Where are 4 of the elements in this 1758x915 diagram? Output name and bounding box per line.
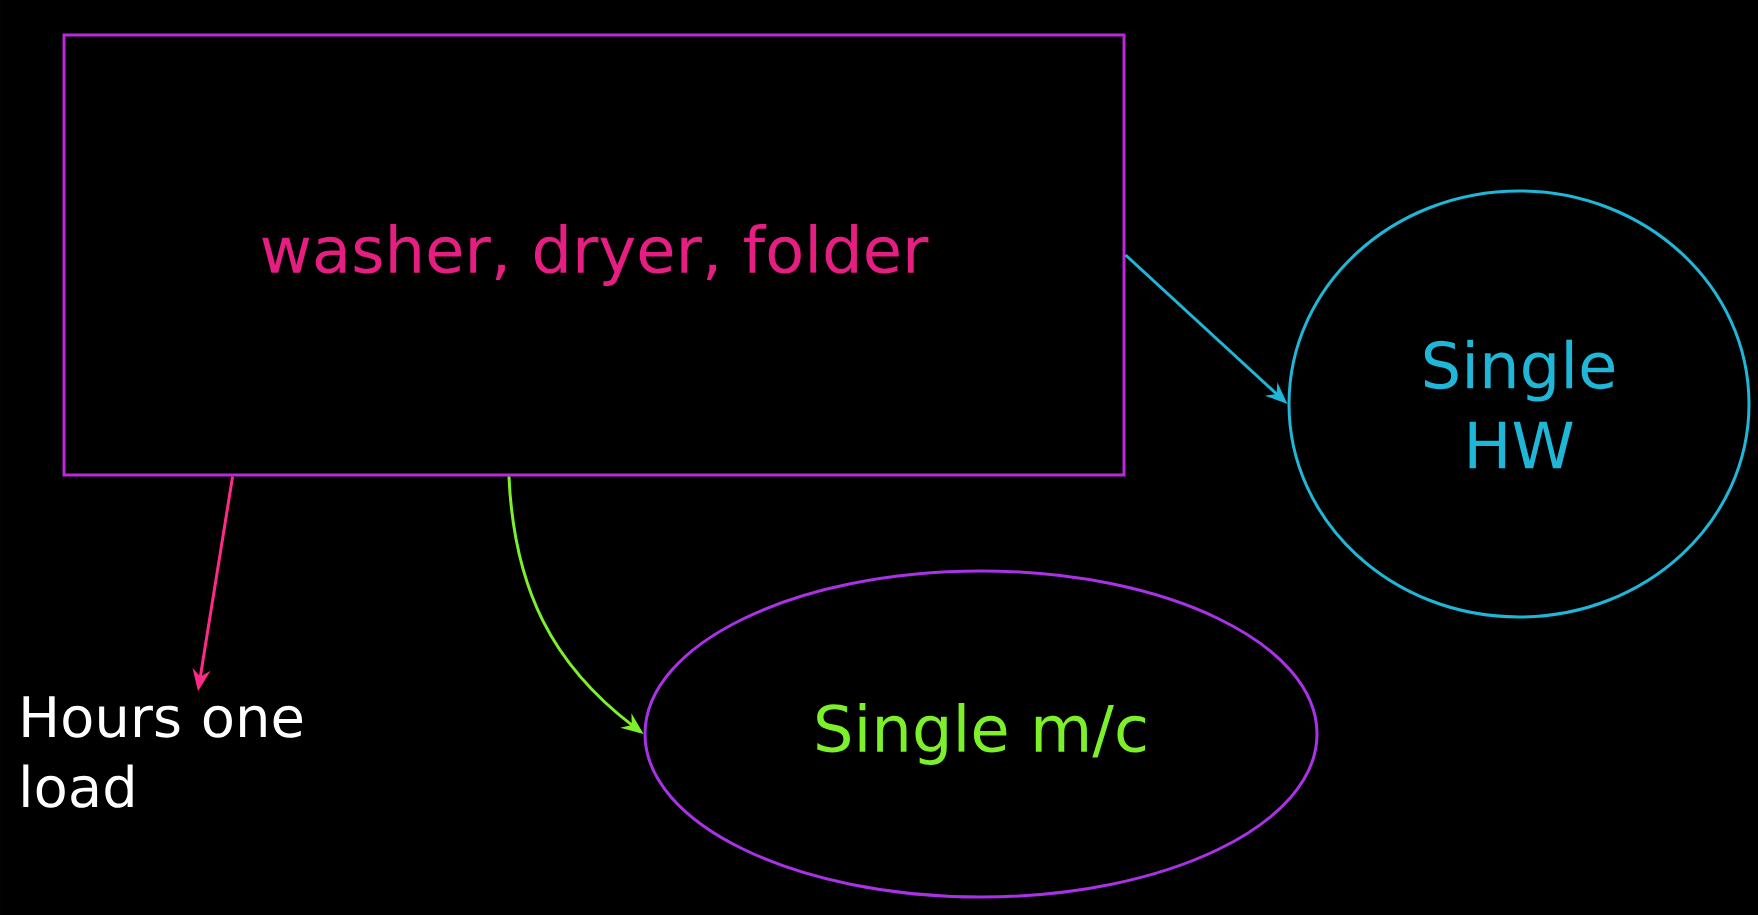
ellipse-node: Single m/c (643, 569, 1319, 899)
process-box: washer, dryer, folder (62, 33, 1126, 477)
text-label: Hours one load (23, 696, 302, 808)
ellipse-node: Single HW (1287, 189, 1751, 619)
